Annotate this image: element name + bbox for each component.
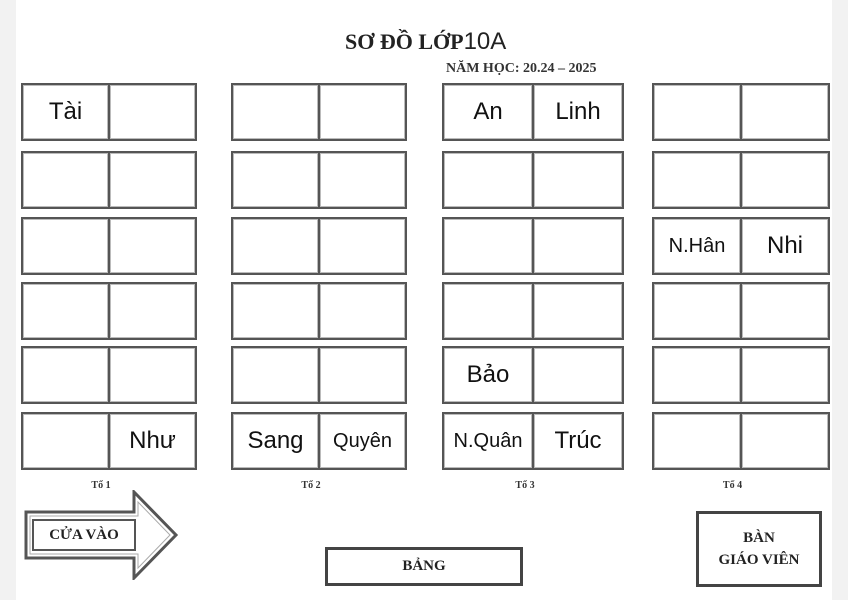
blackboard: BẢNG — [325, 547, 523, 586]
seat — [652, 83, 742, 141]
group-label: Tổ 3 — [515, 480, 535, 491]
seat — [21, 282, 110, 340]
seat — [652, 412, 742, 470]
seat — [231, 217, 320, 275]
seat — [532, 217, 624, 275]
seat — [740, 412, 830, 470]
seat — [231, 346, 320, 404]
seat — [108, 282, 197, 340]
seat — [318, 217, 407, 275]
page — [16, 0, 832, 600]
seat — [231, 151, 320, 209]
seat — [231, 282, 320, 340]
seat — [108, 151, 197, 209]
seat — [21, 217, 110, 275]
seat — [442, 151, 534, 209]
class-name: 10A — [463, 28, 507, 55]
seat — [21, 151, 110, 209]
seat: Quyên — [318, 412, 407, 470]
seat — [532, 151, 624, 209]
teacher-desk-line2: GIÁO VIÊN — [718, 552, 800, 568]
seat: Sang — [231, 412, 320, 470]
seat — [740, 346, 830, 404]
page-title: SƠ ĐỒ LỚP10A — [345, 28, 506, 56]
seat — [108, 346, 197, 404]
door-label: CỬA VÀO — [32, 519, 136, 551]
seat: N.Quân — [442, 412, 534, 470]
seat — [108, 217, 197, 275]
seat — [740, 151, 830, 209]
seat — [652, 346, 742, 404]
seat — [652, 151, 742, 209]
group-label: Tổ 4 — [722, 480, 743, 491]
seat: Bảo — [442, 346, 534, 404]
group-label: Tổ 2 — [301, 480, 321, 491]
seat — [21, 346, 110, 404]
seat — [108, 83, 197, 141]
seat — [532, 346, 624, 404]
seat — [740, 83, 830, 141]
seat: An — [442, 83, 534, 141]
seat — [231, 83, 320, 141]
school-year: NĂM HỌC: 20.24 – 2025 — [446, 61, 597, 76]
seat — [318, 83, 407, 141]
seat — [442, 282, 534, 340]
seat — [318, 346, 407, 404]
title-text: SƠ ĐỒ LỚP — [345, 29, 464, 54]
seat: Tài — [21, 83, 110, 141]
seat — [318, 282, 407, 340]
group-label: Tổ 1 — [91, 480, 111, 491]
teacher-desk: BÀN GIÁO VIÊN — [696, 511, 822, 587]
seat — [318, 151, 407, 209]
seat — [442, 217, 534, 275]
seat: Nhi — [740, 217, 830, 275]
seat: Như — [108, 412, 197, 470]
seat: N.Hân — [652, 217, 742, 275]
teacher-desk-line1: BÀN — [743, 530, 775, 546]
seat — [21, 412, 110, 470]
seat — [532, 282, 624, 340]
seat — [740, 282, 830, 340]
seat: Linh — [532, 83, 624, 141]
seat: Trúc — [532, 412, 624, 470]
seat — [652, 282, 742, 340]
